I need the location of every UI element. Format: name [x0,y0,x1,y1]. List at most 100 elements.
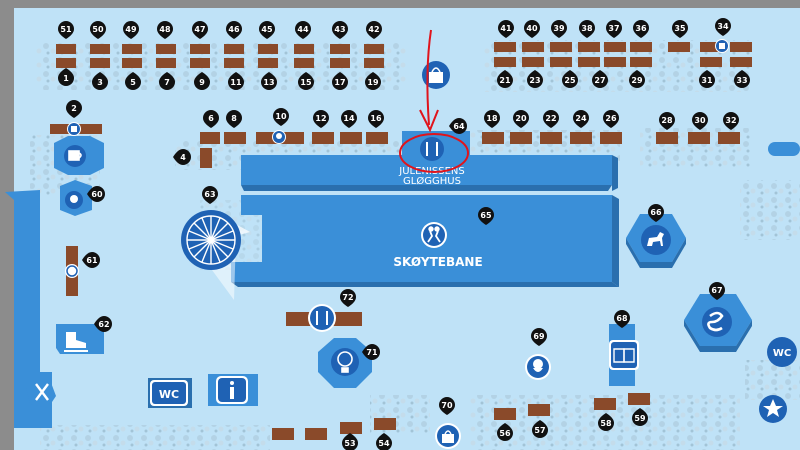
wc-right-label: WC [773,348,791,359]
marker-label: 1 [63,74,69,83]
marker-label: 61 [86,256,98,265]
marker-label: 12 [315,114,326,123]
marker-label: 72 [342,293,353,302]
marker-label: 27 [594,76,605,85]
marker-label: 2 [71,104,77,113]
marker-label: 18 [486,114,498,123]
shopping-bag-top[interactable] [422,61,450,89]
marker-label: 20 [515,114,527,123]
marker-label: 9 [199,78,205,87]
marker-label: 53 [344,439,355,448]
marker-label: 58 [600,419,612,428]
marker-label: 8 [231,114,237,123]
marker-label: 44 [297,25,309,34]
marker-label: 5 [130,78,136,87]
marker-label: 59 [634,414,646,423]
marker-label: 36 [635,24,647,33]
marker-label: 25 [564,76,576,85]
marker-label: 19 [367,78,379,87]
marker-label: 32 [725,116,736,125]
marker-label: 49 [125,25,137,34]
marker-label: 15 [300,78,312,87]
marker-label: 62 [98,320,109,329]
hex-skate-rental[interactable] [56,324,104,354]
coffee-icon [71,126,77,132]
coffee-icon [719,43,725,49]
candy-apple-icon [70,195,78,203]
marker-label: 35 [674,24,686,33]
marker-label: 28 [661,116,673,125]
marker-label: 34 [717,22,729,31]
skating-rink-icon-spot[interactable] [421,222,447,248]
marker-label: 38 [581,24,593,33]
cutlery-glogghus[interactable] [420,137,444,161]
marker-label: 47 [194,25,205,34]
marker-label: 11 [230,78,242,87]
marker-label: 66 [650,208,662,217]
marker-label: 7 [164,78,170,87]
marker-label: 50 [92,25,104,34]
marker-label: 56 [499,429,511,438]
marker-label: 40 [526,24,538,33]
marker-label: 70 [441,401,453,410]
marker-label: 14 [343,114,355,123]
marker-label: 60 [91,190,103,199]
shopping-bag-bottom[interactable] [435,423,461,449]
left-border [0,0,14,450]
marker-label: 67 [711,286,722,295]
marker-label: 48 [159,25,171,34]
marker-label: 4 [180,153,186,162]
marker-label: 45 [261,25,273,34]
marker-label: 16 [370,114,382,123]
marker-label: 51 [60,25,72,34]
santa-spot[interactable] [525,354,551,380]
marker-label: 63 [204,190,215,199]
hex-coffee[interactable] [54,136,104,175]
marker-label: 24 [575,114,587,123]
julenissen-label-line2: GLØGGHUS [403,175,461,187]
coffee-stall-2[interactable] [67,122,81,136]
wc-right[interactable]: WC [767,337,797,367]
marker-label: 23 [529,76,540,85]
balloon-small-icon [276,133,282,139]
cutlery-72[interactable] [308,304,336,332]
marker-label: 31 [701,76,713,85]
marker-label: 46 [228,25,240,34]
skoytebane-label: SKØYTEBANE [393,255,482,269]
marker-label: 13 [263,78,274,87]
book-booth[interactable] [609,340,639,370]
marker-label: 30 [694,116,706,125]
marker-label: 22 [545,114,556,123]
marker-label: 17 [334,78,345,87]
marker-label: 33 [736,76,747,85]
marker-label: 6 [208,114,214,123]
marker-label: 54 [378,439,390,448]
marker-label: 10 [275,112,287,121]
marker-label: 37 [608,24,619,33]
marker-label: 3 [97,78,103,87]
coffee-stall-34[interactable] [715,39,729,53]
marker-label: 68 [616,314,628,323]
info-icon [230,381,234,399]
marker-label: 39 [553,24,565,33]
ferris-wheel-icon [187,216,235,264]
wc-left-label: WC [159,388,179,401]
marker-label: 29 [631,76,643,85]
coffee-icon [69,151,81,160]
side-path-right [768,142,800,156]
stall-10-icon[interactable] [272,130,286,144]
marker-label: 26 [605,114,617,123]
marker-label: 42 [368,25,379,34]
wc-left[interactable]: WC [148,378,192,408]
marker-label: 69 [533,332,545,341]
marker-label: 21 [499,76,511,85]
marker-label: 71 [366,348,378,357]
marker-label: 65 [480,211,492,220]
stand-61-icon[interactable] [65,264,79,278]
marker-label: 41 [500,24,512,33]
hex-candy-apple[interactable] [60,180,92,216]
star-spot[interactable] [759,395,787,423]
info-booth[interactable] [208,374,258,406]
marker-label: 57 [534,426,545,435]
